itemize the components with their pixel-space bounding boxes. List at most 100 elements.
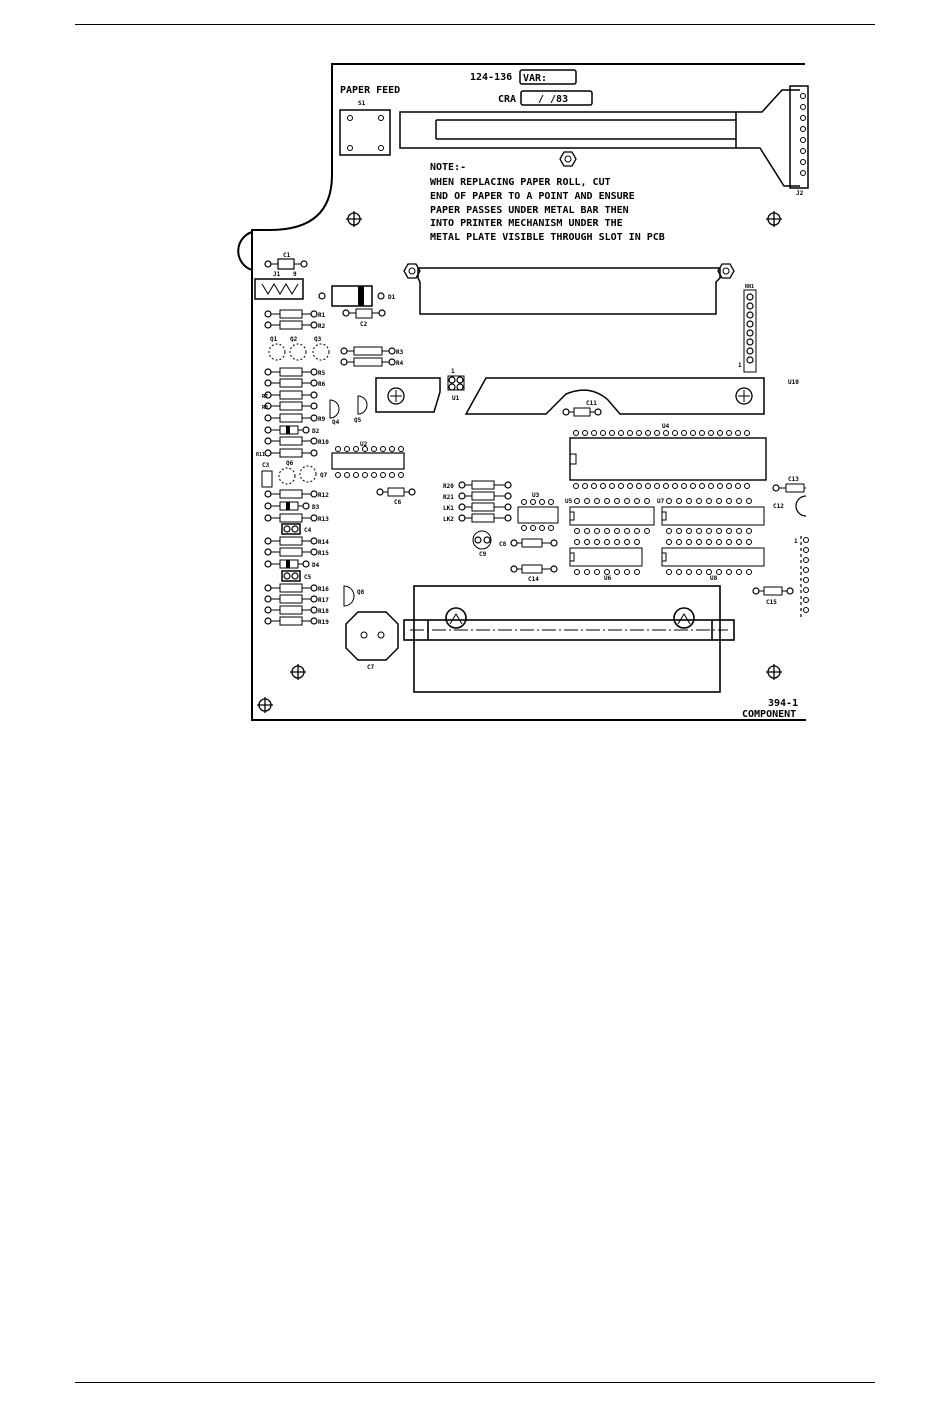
r2-label: R2 (318, 323, 326, 330)
right-edge-connector (800, 536, 809, 620)
c14-label: C14 (528, 576, 539, 583)
resistor-r2 (264, 320, 318, 330)
r19-label: R19 (318, 619, 329, 626)
r18-label: R18 (318, 608, 329, 615)
mounting-hole (290, 664, 306, 680)
capacitor-c12 (795, 495, 807, 517)
mounting-hole (766, 211, 782, 227)
q3-label: Q3 (314, 336, 322, 343)
hex-nut-right (717, 263, 735, 279)
capacitor-c4 (281, 523, 301, 535)
c7-pad-2 (377, 631, 385, 639)
r6-label: R6 (318, 381, 326, 388)
resistor-r19 (264, 616, 318, 626)
q7-label: Q7 (320, 472, 328, 479)
u8-label: U8 (710, 575, 718, 582)
resistor-r7 (264, 390, 318, 400)
q2-label: Q2 (290, 336, 298, 343)
u6-label: U6 (604, 575, 612, 582)
capacitor-c11 (562, 407, 602, 417)
drawing-number: 394-1 (768, 698, 798, 709)
note-line-4: PAPER PASSES UNDER METAL BAR THEN (430, 205, 629, 216)
paper-roll-holder (403, 585, 735, 693)
capacitor-c13 (772, 483, 806, 493)
diode-d1 (318, 285, 385, 307)
ic-u8 (661, 539, 765, 575)
q6-label: Q6 (286, 460, 294, 467)
pin1-label: 1 (794, 538, 798, 545)
mounting-hole (346, 211, 362, 227)
c4-label: C4 (304, 527, 312, 534)
c11-label: C11 (586, 400, 597, 407)
r14-label: R14 (318, 539, 329, 546)
capacitor-c1 (264, 258, 308, 270)
r21-label: R21 (443, 494, 454, 501)
note-line-6: METAL PLATE VISIBLE THROUGH SLOT IN PCB (430, 232, 665, 243)
resistor-r18 (264, 605, 318, 615)
c3-label: C3 (262, 462, 270, 469)
q8-label: Q8 (357, 589, 365, 596)
ic-u5 (569, 498, 655, 534)
capacitor-c3 (261, 470, 273, 488)
resistor-r12 (264, 489, 318, 499)
var-box (519, 69, 577, 85)
top-rule (75, 24, 875, 25)
hex-nut-top (559, 151, 577, 167)
ic-u6 (569, 539, 643, 575)
d4-label: D4 (312, 562, 320, 569)
u1-label: U1 (452, 395, 460, 402)
r8-label: R8 (262, 405, 268, 411)
c15-label: C15 (766, 599, 777, 606)
transistor-q8 (343, 585, 355, 607)
connector-j1 (254, 278, 304, 300)
rn1-label: RN1 (745, 284, 754, 290)
resistor-r21 (458, 491, 512, 501)
resistor-r14 (264, 536, 318, 546)
r3-label: R3 (396, 349, 404, 356)
capacitor-c6 (376, 487, 416, 497)
r15-label: R15 (318, 550, 329, 557)
link-lk1 (458, 502, 512, 512)
ic-u3 (517, 499, 559, 531)
c8-label: C8 (499, 541, 507, 548)
u3-label: U3 (532, 492, 540, 499)
r1-label: R1 (318, 312, 326, 319)
var-label: VAR: (523, 73, 547, 84)
board-outline (251, 63, 806, 721)
paper-note: NOTE:- WHEN REPLACING PAPER ROLL, CUT EN… (430, 162, 665, 243)
d2-label: D2 (312, 428, 320, 435)
u10-label: U10 (788, 379, 799, 386)
c9-label: C9 (479, 551, 487, 558)
diode-d3 (264, 501, 310, 511)
mounting-hole (766, 664, 782, 680)
resistor-network-rn1 (743, 289, 757, 373)
switch-s1-label: S1 (358, 100, 366, 107)
r17-label: R17 (318, 597, 329, 604)
d1-label: D1 (388, 294, 396, 301)
capacitor-c2 (342, 308, 386, 319)
q1-label: Q1 (270, 336, 278, 343)
r10-label: R10 (318, 439, 329, 446)
c7-label: C7 (367, 664, 375, 671)
rn1-pin-label: 1 (738, 362, 742, 369)
resistor-r13 (264, 513, 318, 523)
c7-pad-1 (360, 631, 368, 639)
j1-pin-label: 9 (293, 271, 297, 278)
u5-label: U5 (565, 498, 573, 505)
u1-pin-label: 1 (451, 368, 455, 375)
mounting-hole (257, 697, 273, 713)
ribbon-connector (399, 89, 800, 187)
r9-label: R9 (318, 416, 326, 423)
diode-d2 (264, 425, 310, 435)
r16-label: R16 (318, 586, 329, 593)
resistor-r20 (458, 480, 512, 490)
u2-label: U2 (360, 441, 368, 448)
resistor-r5 (264, 367, 318, 377)
cra-label: CRA (498, 94, 516, 105)
mech-screw (735, 387, 753, 405)
d3-label: D3 (312, 504, 320, 511)
resistor-r11 (264, 448, 318, 458)
j2-label: J2 (796, 190, 804, 197)
lk1-label: LK1 (443, 505, 454, 512)
